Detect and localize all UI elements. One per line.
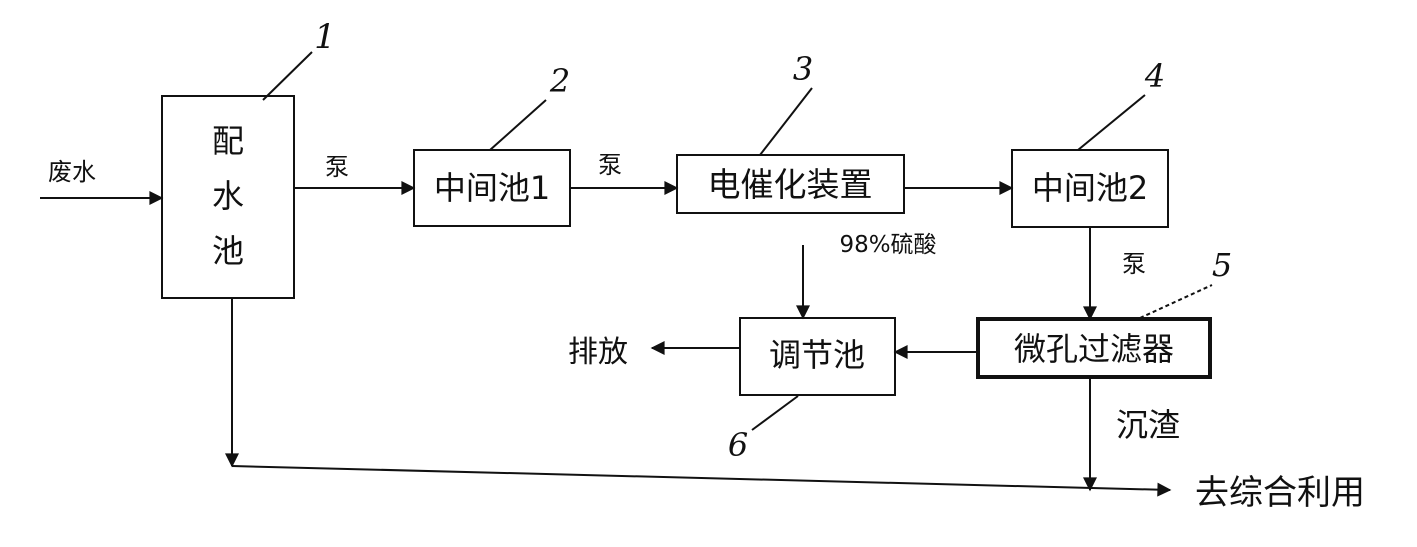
wastewater-label: 废水	[48, 158, 96, 186]
sludge-label: 沉渣	[1116, 406, 1180, 444]
pump-label-1: 泵	[325, 153, 349, 181]
pump-label-2: 泵	[598, 151, 622, 179]
callout-2-number: 2	[549, 62, 570, 100]
pump-label-3: 泵	[1122, 250, 1146, 278]
microporous-filter-label: 微孔过滤器	[1014, 330, 1174, 368]
sulfuric-acid-label: 98%硫酸	[839, 232, 936, 258]
callout-3-number: 3	[793, 50, 813, 88]
regulating-tank-label: 调节池	[769, 336, 865, 374]
callout-6-leader	[751, 395, 799, 431]
callout-4-number: 4	[1144, 57, 1165, 95]
callout-2-leader	[489, 99, 547, 151]
callout-1-leader	[262, 51, 313, 101]
callout-3-leader	[759, 87, 813, 156]
callout-6-number: 6	[728, 426, 748, 464]
intermediate-tank-1-label: 中间池1	[434, 169, 550, 207]
callout-5-number: 5	[1212, 246, 1232, 284]
callout-1-number: 1	[314, 17, 336, 57]
intermediate-tank-2-label: 中间池2	[1032, 169, 1148, 207]
arrow-bottom-to-reuse	[231, 465, 1172, 497]
discharge-label: 排放	[568, 335, 628, 370]
callout-4-leader	[1077, 94, 1146, 151]
reuse-label: 去综合利用	[1195, 473, 1365, 513]
mixing-tank-char-1: 配	[212, 122, 244, 160]
mixing-tank-char-3: 池	[212, 232, 244, 270]
callout-5-leader	[1139, 284, 1213, 319]
electrocatalysis-unit-label: 电催化装置	[708, 165, 873, 204]
mixing-tank-char-2: 水	[212, 177, 244, 215]
